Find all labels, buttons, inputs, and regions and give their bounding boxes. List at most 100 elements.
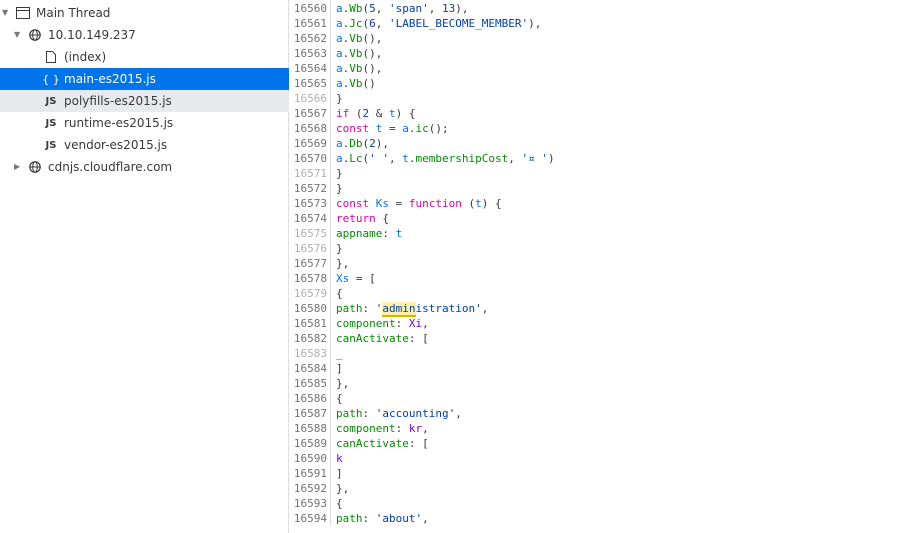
line-number[interactable]: 16563 bbox=[290, 46, 331, 61]
line-number[interactable]: 16583 bbox=[290, 346, 331, 361]
line-number[interactable]: 16578 bbox=[290, 271, 331, 286]
code-token: Vb bbox=[349, 77, 363, 90]
code-token: () bbox=[362, 77, 376, 90]
chevron-down-icon[interactable]: ▼ bbox=[14, 30, 21, 39]
code-line: 16579{ bbox=[290, 286, 902, 301]
line-number[interactable]: 16592 bbox=[290, 481, 331, 496]
tree-item[interactable]: ▼Main Thread bbox=[0, 2, 289, 24]
tree-item-label: main-es2015.js bbox=[64, 72, 156, 86]
line-number[interactable]: 16561 bbox=[290, 16, 331, 31]
line-number[interactable]: 16560 bbox=[290, 1, 331, 16]
line-number[interactable]: 16571 bbox=[290, 166, 331, 181]
tree-item-label: cdnjs.cloudflare.com bbox=[48, 160, 173, 174]
code-token: a bbox=[336, 152, 343, 165]
line-number[interactable]: 16584 bbox=[290, 361, 331, 376]
braces-icon: { } bbox=[42, 72, 60, 86]
line-number[interactable]: 16579 bbox=[290, 286, 331, 301]
code-line: 16583 _ bbox=[290, 346, 902, 361]
line-number[interactable]: 16567 bbox=[290, 106, 331, 121]
line-number[interactable]: 16564 bbox=[290, 61, 331, 76]
code-token: . bbox=[408, 122, 416, 135]
code-token: , bbox=[422, 422, 429, 435]
tree-item[interactable]: ▼10.10.149.237 bbox=[0, 24, 289, 46]
line-number[interactable]: 16589 bbox=[290, 436, 331, 451]
code-token: (), bbox=[362, 62, 383, 75]
tree-item[interactable]: ▶ cdnjs.cloudflare.com bbox=[0, 156, 289, 178]
line-number[interactable]: 16569 bbox=[290, 136, 331, 151]
code-token: . bbox=[342, 47, 350, 60]
code-token: membershipCost bbox=[415, 152, 509, 165]
line-number[interactable]: 16575 bbox=[290, 226, 331, 241]
line-number[interactable]: 16570 bbox=[290, 151, 331, 166]
code-token: } bbox=[336, 92, 343, 105]
code-token: ( bbox=[362, 137, 370, 150]
tree-item[interactable]: { } main-es2015.js bbox=[0, 68, 289, 90]
chevron-down-icon[interactable]: ▼ bbox=[2, 8, 9, 17]
code-line: 16584] bbox=[290, 361, 902, 376]
code-token: : bbox=[382, 227, 396, 240]
search-highlight: admin bbox=[382, 302, 416, 317]
line-number[interactable]: 16576 bbox=[290, 241, 331, 256]
code-token: : bbox=[395, 422, 409, 435]
line-number[interactable]: 16586 bbox=[290, 391, 331, 406]
code-token: 6 bbox=[369, 17, 376, 30]
code-token: ), bbox=[375, 137, 389, 150]
line-number[interactable]: 16588 bbox=[290, 421, 331, 436]
code-token: t bbox=[375, 122, 383, 135]
line-number[interactable]: 16577 bbox=[290, 256, 331, 271]
code-token: & bbox=[369, 107, 389, 120]
line-number[interactable]: 16572 bbox=[290, 181, 331, 196]
code-token: . bbox=[342, 152, 350, 165]
line-number[interactable]: 16574 bbox=[290, 211, 331, 226]
code-token: _ bbox=[336, 347, 343, 360]
code-token: t bbox=[395, 227, 403, 240]
tree-item-label: (index) bbox=[64, 50, 107, 64]
chevron-right-icon[interactable]: ▶ bbox=[14, 162, 21, 171]
line-number[interactable]: 16580 bbox=[290, 301, 331, 316]
line-number[interactable]: 16559 bbox=[290, 0, 331, 1]
code-token: 'LABEL_BECOME_MEMBER' bbox=[389, 17, 529, 30]
line-number[interactable]: 16591 bbox=[290, 466, 331, 481]
code-line: 16592}, bbox=[290, 481, 902, 496]
globe-icon bbox=[28, 161, 42, 173]
line-number[interactable]: 16587 bbox=[290, 406, 331, 421]
line-number[interactable]: 16582 bbox=[290, 331, 331, 346]
code-line: 16576} bbox=[290, 241, 902, 256]
code-token: Lc bbox=[349, 152, 363, 165]
line-number[interactable]: 16581 bbox=[290, 316, 331, 331]
line-number[interactable]: 16585 bbox=[290, 376, 331, 391]
tree-item-label: polyfills-es2015.js bbox=[64, 94, 172, 108]
line-number[interactable]: 16565 bbox=[290, 76, 331, 91]
tree-item[interactable]: (index) bbox=[0, 46, 289, 68]
line-number[interactable]: 16568 bbox=[290, 121, 331, 136]
code-token: 2 bbox=[369, 137, 376, 150]
line-number[interactable]: 16562 bbox=[290, 31, 331, 46]
line-number[interactable]: 16566 bbox=[290, 91, 331, 106]
line-number[interactable]: 16573 bbox=[290, 196, 331, 211]
code-token: component bbox=[336, 317, 396, 330]
code-token: : [ bbox=[408, 332, 429, 345]
code-line: 16566} bbox=[290, 91, 902, 106]
line-number[interactable]: 16590 bbox=[290, 451, 331, 466]
globe-icon bbox=[28, 29, 42, 41]
code-line: 16585}, bbox=[290, 376, 902, 391]
code-token: : bbox=[362, 302, 376, 315]
code-token: Xi bbox=[408, 317, 423, 330]
code-token: ( bbox=[362, 17, 370, 30]
code-token: ] bbox=[336, 362, 343, 375]
code-token: , bbox=[455, 407, 462, 420]
code-token: : bbox=[395, 317, 409, 330]
code-token: , bbox=[428, 2, 442, 15]
code-token: Vb bbox=[349, 32, 363, 45]
line-number[interactable]: 16594 bbox=[290, 511, 331, 526]
line-number[interactable]: 16593 bbox=[290, 496, 331, 511]
